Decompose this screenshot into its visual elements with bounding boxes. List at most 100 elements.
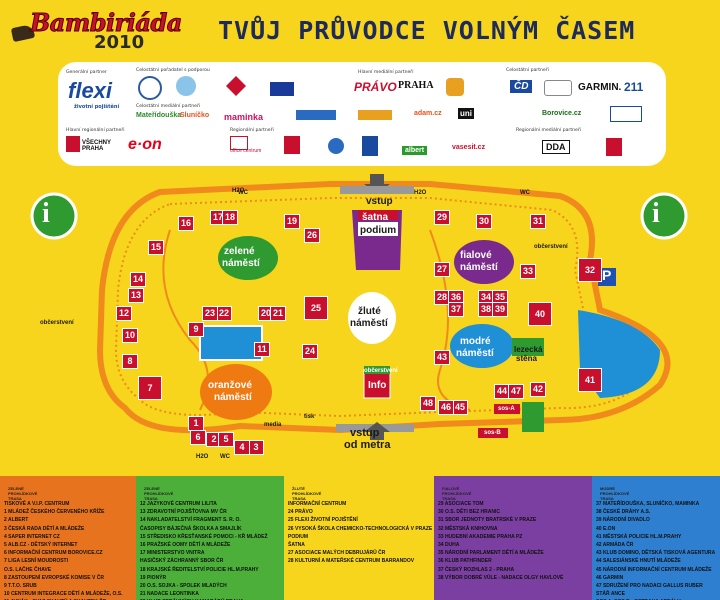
albert-logo: albert [402,146,428,155]
legend-item: 36 KLUB PATHFINDER [438,558,492,565]
green-square [218,236,278,280]
regional-logo-3-icon [362,136,378,156]
media-partner-logo-icon [358,110,392,120]
purple-square-label-1: fialové [460,250,492,261]
legend-item: HASIČSKÝ ZÁCHRANNÝ SBOR ČR [140,558,224,565]
info-tent [363,369,391,399]
sos-a-label: sos-A [498,406,515,412]
bambiriada-logo: Bambiriáda 2010 [8,8,188,56]
legend-column-header: MODRÉ PROHLÍDKOVÉ TRASA [600,486,630,501]
stand-21: 21 [270,306,286,321]
stand-29: 29 [434,210,450,225]
legend-item: ŠATNA [288,542,305,549]
legend-item: 25 FLEXI ŽIVOTNÍ POJIŠTĚNÍ [288,517,358,524]
legend-item: 35 NÁRODNÍ PARLAMENT DĚTÍ A MLÁDEŽE [438,550,544,557]
brand-year: 2010 [94,32,145,53]
wc-top-label: WC [238,190,248,196]
stand-7: 7 [138,376,162,400]
stand-8: 8 [122,354,138,369]
legend-item: 47 SDRUŽENÍ PRO NADACI GALLUS RUBER [596,583,703,590]
dda-logo: DDA [542,140,570,154]
legend-item: 28 KULTURNÍ A MATEŘSKÉ CENTRUM BARRANDOV [288,558,415,565]
stand-45: 45 [452,400,468,415]
legend-item: 34 DUHA [438,542,460,549]
stand-15: 15 [148,240,164,255]
legend-item: ČASOPISY BÁJEČNÁ ŠKOLKA A SMAJLÍK [140,525,242,532]
legend-item: 43 KLUB DOMINO, DĚTSKÁ TISKOVÁ AGENTURA [596,550,716,557]
mascot-icon [446,78,464,96]
legend-item: 45 NÁRODNÍ INFORMAČNÍ CENTRUM MLÁDEŽE [596,566,712,573]
legend-item: STÁŘ ANCE [596,591,625,598]
legend-item: TISKOVÉ A V.I.P. CENTRUM [4,501,70,507]
h2o-top-label: H2O [232,188,245,194]
vsechny-praha-logo: VŠECHNY PRAHA [82,140,111,152]
label-national-organizer: Celostátní pořadatel s podporou [136,68,210,73]
wc-bottom-label: WC [220,454,230,460]
legend-item: 5 ALB.CZ - DĚTSKÝ INTERNET [4,542,78,549]
stand-39: 39 [492,302,508,317]
sos-b-box [478,428,508,438]
green-square-label-2: náměstí [222,258,260,269]
stand-47: 47 [508,384,524,399]
stand-13: 13 [128,288,144,303]
legend-item: 24 PRÁVO [288,509,313,516]
h2o-bottom-label: H2O [196,454,209,460]
tv-6-icon [328,138,344,154]
legend-item: 16 PRAŽSKÉ OOMY DĚTÍ A MLÁDEŽE [140,542,231,549]
legend-item: 1 MLÁDEŽ ČESKÉHO ČERVENÉHO KŘÍŽE [4,509,105,516]
stand-27: 27 [434,262,450,277]
stand-24: 24 [302,344,318,359]
stand-6: 6 [190,430,206,445]
label-main-media: Hlavní mediální partneři [358,70,414,75]
lezecka-label-1: lezecká [514,345,543,354]
legend-item: 17 MINISTERSTVO VNITRA [140,550,205,557]
partners-panel: Generální partner Celostátní pořadatel s… [58,62,666,166]
stand-14: 14 [130,272,146,287]
crest-icon [606,138,622,156]
label-main-regional: Hlavní regionální partneři [66,128,125,133]
stand-23: 23 [202,306,218,321]
green-stand-right [522,402,544,432]
stand-10: 10 [122,328,138,343]
obcerstveni-center-label: občerstvení [364,368,398,374]
legend-column-header: ZELENÉ PROHLÍDKOVÉ TRASA [144,486,174,501]
page-title: TVŮJ PRŮVODCE VOLNÝM ČASEM [218,16,636,45]
hasici-logo-icon [226,76,246,96]
legend-item: 39 NÁRODNÍ DIVADLO [596,517,650,524]
podium-box [358,222,398,236]
legend-item: 15 STŘEDISKO KŘESŤANSKÉ POMOCI - KŘ MLÁD… [140,533,268,540]
ministry-seal-icon [138,76,162,100]
legend-item: 32 MĚSTSKÁ KNIHOVNA [438,525,498,532]
flexi-logo: flexi [68,78,113,103]
yellow-square [348,292,396,344]
legend-item: 29 ASOCIACE TOM [438,501,484,507]
eu-flag-icon [270,82,294,96]
sluniecko-logo: Sluníčko [180,112,210,119]
wc-right-label: WC [520,190,530,196]
train-icon [544,80,572,96]
legend-item: 14 NAKLADATELSTVÍ FRAGMENT S. R. O. [140,517,241,524]
info-left-label: i [42,198,50,229]
legend-item: 13 ZDRAVOTNÍ POJIŠŤOVNA MV ČR [140,509,227,516]
legend-item: 38 ČESKÉ DRÁHY A.S. [596,509,651,516]
legend-item: INFORMAČNÍ CENTRUM [288,501,347,507]
stand-1: 1 [188,416,204,431]
adam-logo: adam.cz [414,110,442,117]
legend-item: 26 VYSOKÁ ŠKOLA CHEMICKO-TECHNOLOGICKÁ V… [288,525,432,532]
legend-item: 31 SBOR JEDNOTY BRATRSKÉ V PRAZE [438,517,537,524]
materidouska-logo: Mateřídouška [136,112,182,119]
regional-logo-2-icon [284,136,300,154]
satna-label: šatna [362,212,389,223]
stand-46: 46 [438,400,454,415]
stand-40: 40 [528,302,552,326]
legend-items: TISKOVÉ A V.I.P. CENTRUM 1 MLÁDEŽ ČESKÉHO… [4,500,134,600]
info-tent-label: Info [368,380,387,391]
legend-item: 10 CENTRUM INTEGRACE DĚTÍ A MLÁDEŽE, O.S… [4,591,123,598]
stand-33: 33 [520,264,536,279]
yellow-square-label-1: žluté [358,306,381,317]
legend: ZELENÉ PROHLÍDKOVÉ TRASA TISKOVÉ A V.I.P.… [0,476,720,600]
uni-logo: uni [458,108,474,119]
stand-12: 12 [116,306,132,321]
